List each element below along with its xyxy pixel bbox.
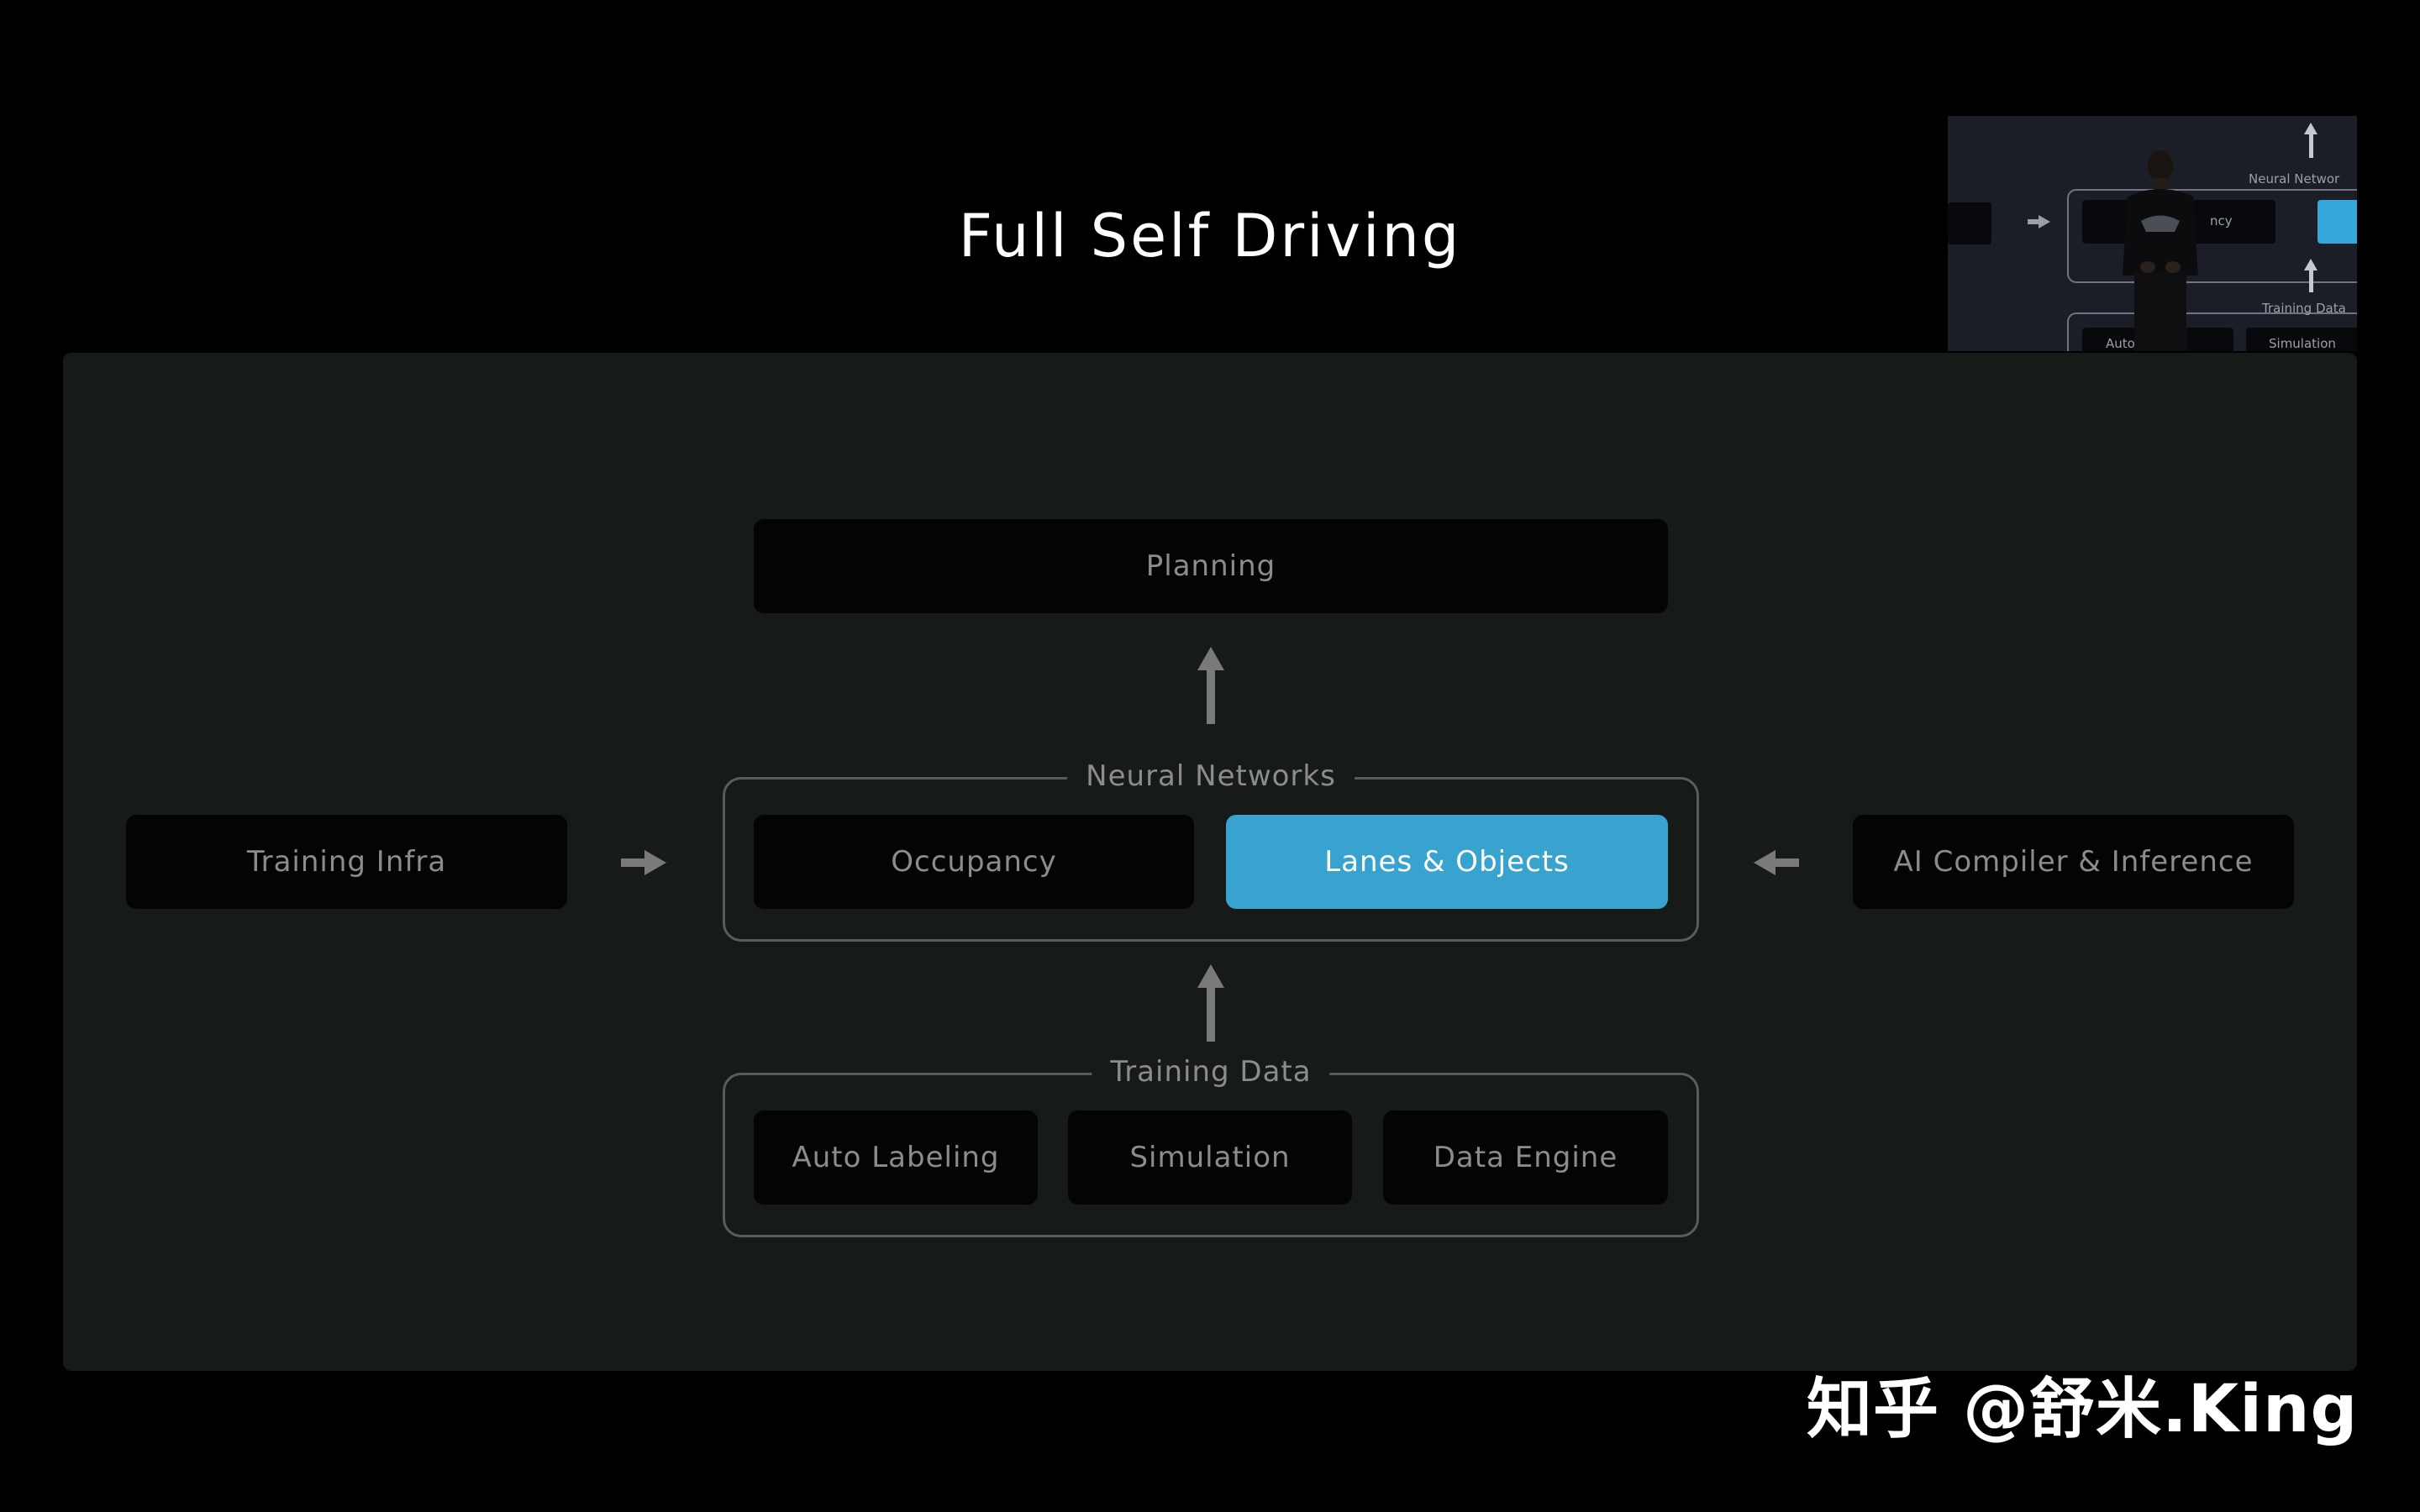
- pip-slide-background: [1948, 116, 2357, 351]
- diagram-panel: Planning Training Infra Neural Networks …: [63, 353, 2357, 1371]
- pip-bottom-fragment-2: Simulation: [2269, 336, 2336, 351]
- simulation-box: Simulation: [1068, 1110, 1352, 1205]
- simulation-label: Simulation: [1129, 1141, 1291, 1174]
- data-engine-box: Data Engine: [1383, 1110, 1668, 1205]
- arrow-up-to-planning-icon: [1197, 647, 1224, 724]
- training-data-label: Training Data: [1092, 1055, 1330, 1089]
- ai-compiler-label: AI Compiler & Inference: [1893, 845, 2254, 879]
- arrow-left-icon: [1754, 850, 1799, 875]
- occupancy-box: Occupancy: [754, 815, 1194, 909]
- arrow-right-icon: [621, 850, 666, 875]
- ai-compiler-box: AI Compiler & Inference: [1853, 815, 2294, 909]
- training-infra-label: Training Infra: [246, 845, 447, 879]
- planning-box: Planning: [754, 519, 1668, 613]
- watermark: 知乎 @舒米.King: [1807, 1372, 2359, 1447]
- auto-labeling-box: Auto Labeling: [754, 1110, 1038, 1205]
- pip-neural-label: Neural Networ: [2249, 171, 2340, 186]
- planning-label: Planning: [1145, 549, 1276, 583]
- training-infra-box: Training Infra: [126, 815, 567, 909]
- presenter-body: [2123, 189, 2198, 276]
- presenter-head: [2148, 150, 2173, 182]
- presenter-inset: Neural Networ ncy Training Data Auto Sim…: [1948, 116, 2357, 351]
- data-engine-label: Data Engine: [1433, 1141, 1618, 1174]
- slide-title: Full Self Driving: [958, 202, 1462, 270]
- pip-occupancy-fragment: ncy: [2210, 213, 2233, 228]
- pip-bottom-fragment-1: Auto: [2106, 336, 2135, 351]
- arrow-up-to-neural-icon: [1197, 964, 1224, 1042]
- lanes-objects-label: Lanes & Objects: [1324, 845, 1570, 879]
- occupancy-label: Occupancy: [891, 845, 1057, 879]
- pip-training-label: Training Data: [2262, 301, 2346, 316]
- neural-networks-label: Neural Networks: [1067, 759, 1355, 793]
- auto-labeling-label: Auto Labeling: [792, 1141, 1000, 1174]
- lanes-objects-box: Lanes & Objects: [1226, 815, 1668, 909]
